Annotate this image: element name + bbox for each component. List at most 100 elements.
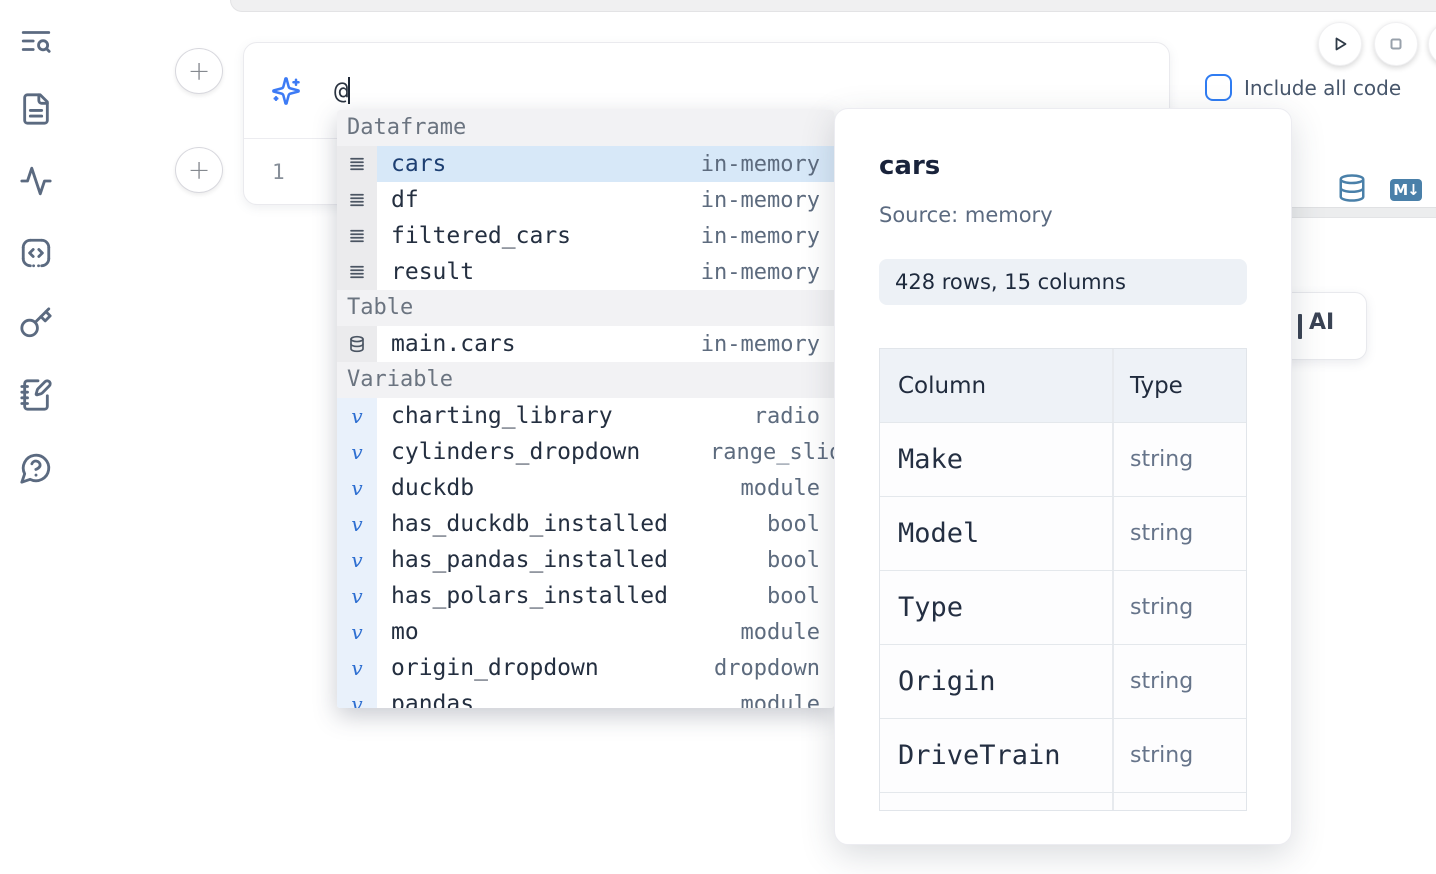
autocomplete-item-type: module — [741, 692, 834, 709]
schema-column-name: Type — [880, 571, 1112, 644]
include-all-code-checkbox[interactable]: Include all code — [1205, 74, 1401, 101]
variable-v-icon: v — [337, 470, 377, 506]
autocomplete-item-type: module — [741, 476, 834, 501]
rows-icon — [337, 218, 377, 254]
schema-header: Column — [880, 349, 1112, 422]
autocomplete-item-type: module — [741, 620, 834, 645]
help-question-bubble-icon — [19, 451, 53, 485]
add-cell-above-button[interactable]: + — [175, 48, 223, 94]
text-caret — [348, 77, 350, 104]
include-all-code-label: Include all code — [1244, 76, 1401, 100]
autocomplete-item-result[interactable]: resultin-memory — [337, 254, 834, 290]
autocomplete-item-type: in-memory — [701, 332, 834, 357]
autocomplete-item-name: cylinders_dropdown — [377, 439, 640, 465]
schema-column-name: Origin — [880, 645, 1112, 718]
popup-source: Source: memory — [879, 203, 1053, 227]
autocomplete-item-type: bool — [767, 548, 834, 573]
sidebar-shortcuts-button[interactable] — [19, 306, 53, 340]
autocomplete-item-type: in-memory — [701, 152, 834, 177]
sidebar-scratchpad-button[interactable] — [19, 236, 53, 270]
autocomplete-item-cars[interactable]: cars in-memory — [337, 146, 834, 182]
stop-button[interactable] — [1374, 22, 1418, 66]
occluded-letter — [1298, 314, 1302, 339]
key-icon — [19, 306, 53, 340]
run-cell-button[interactable] — [1318, 22, 1362, 66]
table-of-contents-search-icon — [19, 24, 53, 58]
autocomplete-item-cylinders_dropdown[interactable]: vcylinders_dropdown range_slider — [337, 434, 834, 470]
variable-v-icon: v — [337, 434, 377, 470]
autocomplete-item-has_duckdb_installed[interactable]: vhas_duckdb_installedbool — [337, 506, 834, 542]
autocomplete-item-charting_library[interactable]: vcharting_library radio — [337, 398, 834, 434]
variable-v-icon: v — [337, 686, 377, 708]
database-icon — [337, 326, 377, 362]
sidebar-files-button[interactable] — [19, 92, 53, 126]
autocomplete-item-name: result — [377, 259, 474, 285]
schema-column-name: Make — [880, 423, 1112, 496]
scratchpad-code-icon — [19, 236, 53, 270]
autocomplete-item-filtered_cars[interactable]: filtered_cars in-memory — [337, 218, 834, 254]
schema-column-type: string — [1112, 423, 1246, 496]
variable-v-icon: v — [337, 506, 377, 542]
schema-row: Makestring — [880, 423, 1246, 497]
schema-column-type: string — [1112, 645, 1246, 718]
schema-row: DriveTrainstring — [880, 719, 1246, 793]
schema-column-name: DriveTrain — [880, 719, 1112, 792]
autocomplete-item-duckdb[interactable]: vduckdbmodule — [337, 470, 834, 506]
autocomplete-section-header: Table — [337, 290, 834, 326]
sidebar-help-button[interactable] — [19, 451, 53, 485]
dataframe-preview-popup: cars Source: memory 428 rows, 15 columns… — [834, 108, 1292, 845]
autocomplete-item-pandas[interactable]: vpandas module — [337, 686, 834, 708]
previous-cell-edge — [230, 0, 1436, 12]
line-number: 1 — [272, 160, 285, 184]
variable-v-icon: v — [337, 578, 377, 614]
autocomplete-section-header: Variable — [337, 362, 834, 398]
add-cell-below-button[interactable]: + — [175, 147, 223, 193]
autocomplete-item-has_polars_installed[interactable]: vhas_polars_installed bool — [337, 578, 834, 614]
schema-row: Modelstring — [880, 497, 1246, 571]
autocomplete-item-mo[interactable]: vmomodule — [337, 614, 834, 650]
autocomplete-item-type: bool — [767, 512, 834, 537]
autocomplete-item-name: filtered_cars — [377, 223, 571, 249]
stop-square-icon — [1384, 32, 1408, 56]
popup-title: cars — [879, 151, 940, 181]
autocomplete-item-name: main.cars — [377, 331, 516, 357]
play-icon — [1328, 32, 1352, 56]
sidebar-snippets-button[interactable] — [19, 378, 53, 412]
autocomplete-item-name: has_pandas_installed — [377, 547, 668, 573]
schema-column-name: Model — [880, 497, 1112, 570]
autocomplete-item-df[interactable]: dfin-memory — [337, 182, 834, 218]
notebook-pen-icon — [19, 378, 53, 412]
cell-menu-button[interactable] — [1428, 22, 1436, 66]
markdown-icon: M↓ — [1393, 181, 1419, 199]
variable-v-icon: v — [337, 650, 377, 686]
autocomplete-item-type: dropdown — [714, 656, 834, 681]
autocomplete-item-origin_dropdown[interactable]: vorigin_dropdowndropdown — [337, 650, 834, 686]
rows-icon — [337, 182, 377, 218]
autocomplete-dropdown: Dataframecarsin-memorydfin-memoryfiltere… — [337, 110, 834, 708]
autocomplete-item-type: bool — [767, 584, 834, 609]
variable-v-icon: v — [337, 398, 377, 434]
autocomplete-item-type: radio — [754, 404, 834, 429]
checkbox-unchecked-icon — [1205, 74, 1232, 101]
autocomplete-item-name: cars — [377, 151, 446, 177]
schema-table: ColumnTypeMakestringModelstringTypestrin… — [879, 348, 1247, 811]
markdown-export-button[interactable]: M↓ — [1390, 179, 1422, 201]
autocomplete-item-has_pandas_installed[interactable]: vhas_pandas_installed bool — [337, 542, 834, 578]
sidebar-tracer-button[interactable] — [19, 164, 53, 198]
autocomplete-item-name: charting_library — [377, 403, 613, 429]
schema-header-row: ColumnType — [880, 349, 1246, 423]
sidebar-toc-search-button[interactable] — [19, 24, 53, 58]
autocomplete-item-name: has_polars_installed — [377, 583, 668, 609]
autocomplete-item-type: in-memory — [701, 224, 834, 249]
datasource-button[interactable] — [1337, 168, 1367, 208]
ai-sparkles-icon — [271, 76, 301, 106]
autocomplete-item-name: pandas — [377, 691, 474, 708]
autocomplete-item-main.cars[interactable]: main.cars in-memory — [337, 326, 834, 362]
variable-v-icon: v — [337, 542, 377, 578]
rows-icon — [337, 146, 377, 182]
variable-v-icon: v — [337, 614, 377, 650]
ai-button-label: AI — [1309, 310, 1334, 335]
rows-icon — [337, 254, 377, 290]
autocomplete-item-type: range_slider — [710, 440, 834, 465]
